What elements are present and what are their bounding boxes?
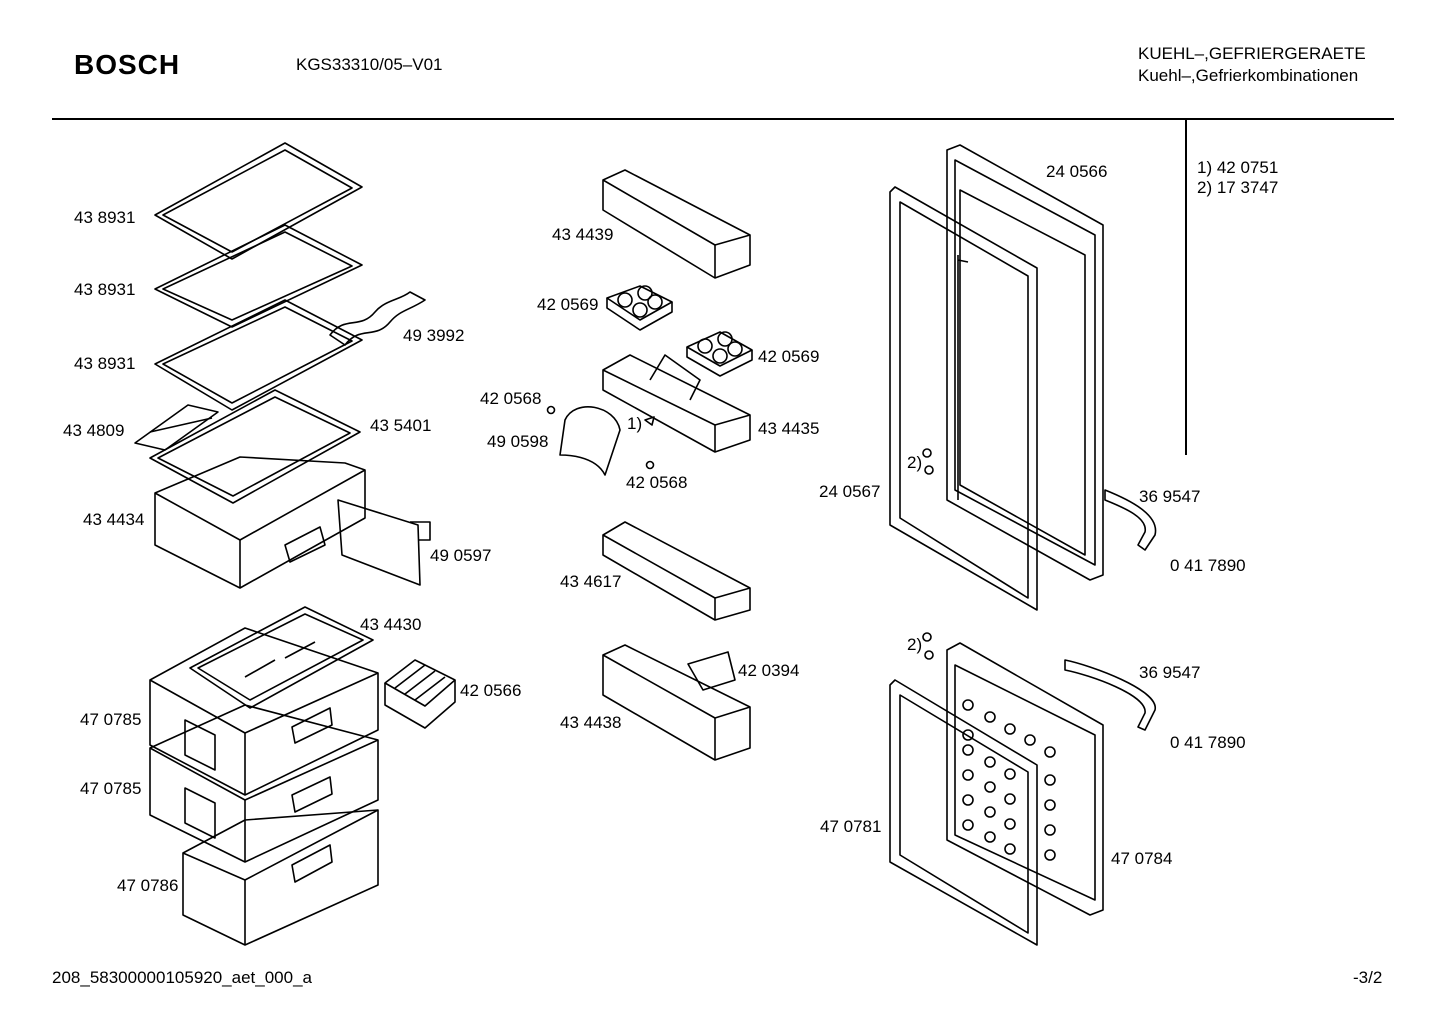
part-label: 43 8931 <box>74 208 136 227</box>
part-label: 0 41 7890 <box>1170 733 1246 752</box>
page-number: -3/2 <box>1353 968 1383 987</box>
flap <box>560 407 620 475</box>
header-divider <box>52 118 1394 120</box>
part-label: 47 0784 <box>1111 849 1173 868</box>
part-label: 42 0566 <box>460 681 522 700</box>
part-label: 42 0569 <box>758 347 820 366</box>
part-label: 24 0566 <box>1046 162 1108 181</box>
part-label: 42 0394 <box>738 661 800 680</box>
part-label: 49 3992 <box>403 326 465 345</box>
part-label: 43 4430 <box>360 615 422 634</box>
glass-shelf-top <box>155 143 362 259</box>
model-number: KGS33310/05–V01 <box>296 55 443 74</box>
fridge-gasket <box>890 187 1037 610</box>
part-label: 43 4434 <box>83 510 145 529</box>
crisper-drawer <box>155 457 365 588</box>
door-shelf-low <box>603 645 750 760</box>
part-label: 42 0569 <box>537 295 599 314</box>
door-shelf-top <box>603 170 750 278</box>
label-tag <box>688 652 735 690</box>
small-clip <box>645 417 654 425</box>
tray-lid <box>190 607 373 708</box>
part-label: 36 9547 <box>1139 487 1201 506</box>
part-label: 43 4439 <box>552 225 614 244</box>
part-label: 42 0568 <box>480 389 542 408</box>
legend-note-1: 1) 42 0751 <box>1197 158 1279 177</box>
crisper-cover <box>150 390 360 503</box>
pin-bottom <box>647 462 654 469</box>
freezer-drawer-1 <box>150 628 378 795</box>
note-marker: 2) <box>907 635 923 654</box>
door-shelf-mid <box>603 522 750 620</box>
category-subtitle: Kuehl–,Gefrierkombinationen <box>1138 66 1359 85</box>
screws-bottom <box>923 633 933 659</box>
egg-tray-left <box>607 286 672 330</box>
drawer-front-panel <box>338 500 430 585</box>
category-title: KUEHL–,GEFRIERGERAETE <box>1138 44 1366 63</box>
note-marker: 1) <box>627 414 643 433</box>
part-label: 47 0785 <box>80 710 142 729</box>
freezer-drawer-3 <box>183 810 378 945</box>
part-label: 47 0786 <box>117 876 179 895</box>
part-label: 42 0568 <box>626 473 688 492</box>
part-label: 43 4617 <box>560 572 622 591</box>
fridge-door <box>947 145 1103 580</box>
brand-logo: BOSCH <box>74 49 181 80</box>
legend-note-2: 2) 17 3747 <box>1197 178 1279 197</box>
glass-shelf-3 <box>155 300 362 410</box>
freezer-drawer-2 <box>150 705 378 862</box>
part-label: 47 0785 <box>80 779 142 798</box>
screws-top <box>923 449 933 474</box>
freezer-gasket <box>890 680 1037 945</box>
document-id: 208_58300000105920_aet_000_a <box>52 968 312 987</box>
part-label: 0 41 7890 <box>1170 556 1246 575</box>
part-label: 47 0781 <box>820 817 882 836</box>
ice-cube-tray <box>385 660 455 728</box>
part-label: 43 8931 <box>74 280 136 299</box>
part-label: 43 4438 <box>560 713 622 732</box>
handle-top <box>1105 490 1156 550</box>
glass-shelf-2 <box>155 225 362 327</box>
freezer-door <box>947 643 1103 915</box>
part-label: 43 8931 <box>74 354 136 373</box>
part-label: 43 4809 <box>63 421 125 440</box>
pin-top <box>548 407 555 414</box>
handle-bottom <box>1065 660 1155 730</box>
note-marker: 2) <box>907 453 923 472</box>
part-label: 43 5401 <box>370 416 432 435</box>
part-label: 24 0567 <box>819 482 881 501</box>
door-shelf-with-holder <box>603 355 750 452</box>
egg-tray-right <box>687 332 752 376</box>
part-label: 43 4435 <box>758 419 820 438</box>
part-label: 49 0597 <box>430 546 492 565</box>
part-label: 36 9547 <box>1139 663 1201 682</box>
light-strip <box>135 405 218 450</box>
bottle-holder <box>330 292 425 345</box>
legend-divider <box>1185 120 1187 455</box>
part-label: 49 0598 <box>487 432 549 451</box>
